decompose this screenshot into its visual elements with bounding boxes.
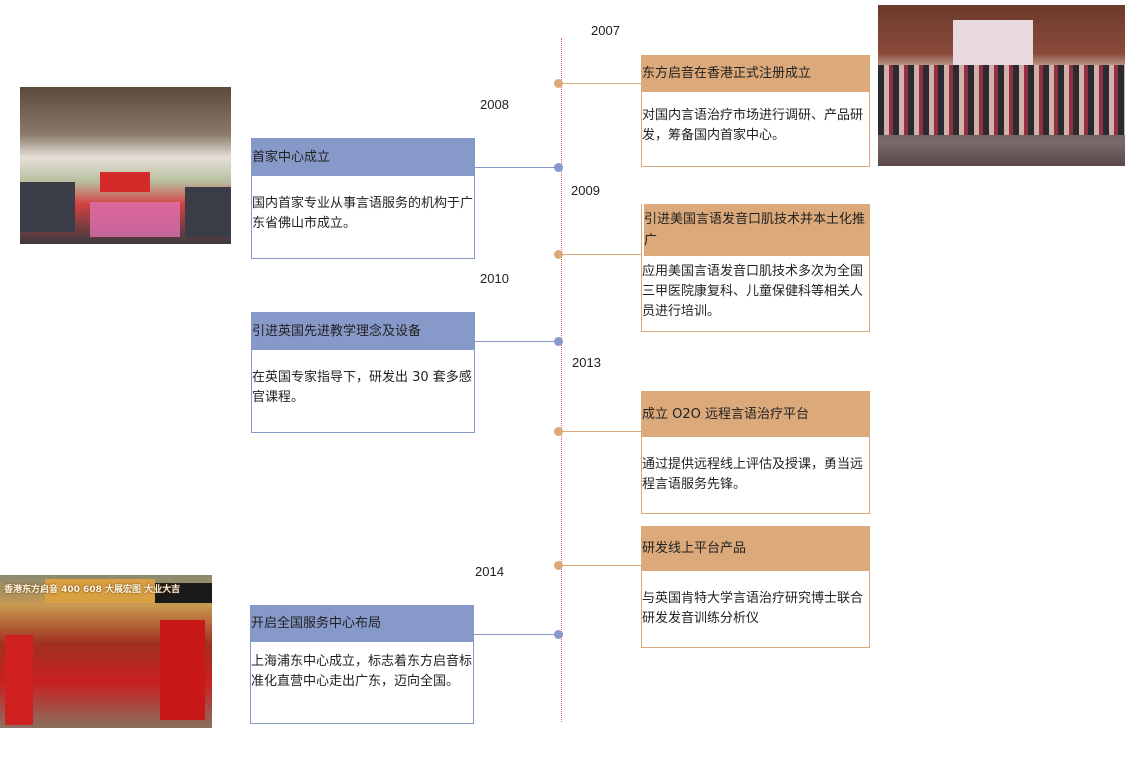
event-card: 开启全国服务中心布局 上海浦东中心成立，标志着东方启音标准化直营中心走出广东，迈…	[250, 605, 474, 724]
connector	[558, 254, 643, 255]
event-title: 东方启音在香港正式注册成立	[642, 55, 869, 92]
event-title: 开启全国服务中心布局	[251, 605, 473, 642]
timeline-dot	[554, 337, 563, 346]
storefront-sign-text: 香港东方启音 400 608 大展宏图 大业大吉	[4, 585, 181, 595]
event-title: 引进英国先进教学理念及设备	[252, 312, 474, 350]
classroom-photo	[20, 87, 231, 244]
connector	[474, 341, 558, 342]
event-title: 成立 O2O 远程言语治疗平台	[642, 391, 869, 437]
event-text: 上海浦东中心成立，标志着东方启音标准化直营中心走出广东，迈向全国。	[251, 654, 473, 689]
group-photo	[878, 5, 1125, 166]
timeline-dot	[554, 630, 563, 639]
opening-ceremony-photo: 香港东方启音 400 608 大展宏图 大业大吉	[0, 575, 212, 728]
timeline-dot	[554, 427, 563, 436]
event-text: 应用美国言语发音口肌技术多次为全国三甲医院康复科、儿童保健科等相关人员进行培训。	[642, 264, 864, 319]
year-label: 2007	[591, 23, 620, 38]
timeline-dot	[554, 250, 563, 259]
event-card: 东方启音在香港正式注册成立 对国内言语治疗市场进行调研、产品研发，筹备国内首家中…	[641, 55, 870, 167]
connector	[558, 565, 641, 566]
year-label: 2008	[480, 97, 509, 112]
event-card: 研发线上平台产品 与英国肯特大学言语治疗研究博士联合研发发音训练分析仪	[641, 526, 870, 648]
year-label: 2009	[571, 183, 600, 198]
event-card: 引进美国言语发音口肌技术并本土化推广 应用美国言语发音口肌技术多次为全国三甲医院…	[641, 204, 870, 332]
event-text: 对国内言语治疗市场进行调研、产品研发，筹备国内首家中心。	[642, 108, 864, 143]
event-text: 国内首家专业从事言语服务的机构于广东省佛山市成立。	[252, 196, 474, 231]
timeline-axis	[561, 38, 562, 722]
timeline-dot	[554, 163, 563, 172]
event-text: 通过提供远程线上评估及授课，勇当远程言语服务先锋。	[642, 457, 864, 492]
timeline-dot	[554, 561, 563, 570]
connector	[474, 167, 558, 168]
event-card: 成立 O2O 远程言语治疗平台 通过提供远程线上评估及授课，勇当远程言语服务先锋…	[641, 391, 870, 514]
event-text: 在英国专家指导下，研发出 30 套多感官课程。	[252, 370, 472, 405]
year-label: 2014	[475, 564, 504, 579]
event-title: 引进美国言语发音口肌技术并本土化推广	[644, 204, 869, 256]
connector	[558, 431, 641, 432]
timeline-dot	[554, 79, 563, 88]
event-card: 引进英国先进教学理念及设备 在英国专家指导下，研发出 30 套多感官课程。	[251, 312, 475, 433]
connector	[474, 634, 558, 635]
event-title: 研发线上平台产品	[642, 526, 869, 571]
event-text: 与英国肯特大学言语治疗研究博士联合研发发音训练分析仪	[642, 591, 864, 626]
event-title: 首家中心成立	[252, 138, 474, 176]
year-label: 2013	[572, 355, 601, 370]
event-card: 首家中心成立 国内首家专业从事言语服务的机构于广东省佛山市成立。	[251, 138, 475, 259]
connector	[558, 83, 641, 84]
year-label: 2010	[480, 271, 509, 286]
